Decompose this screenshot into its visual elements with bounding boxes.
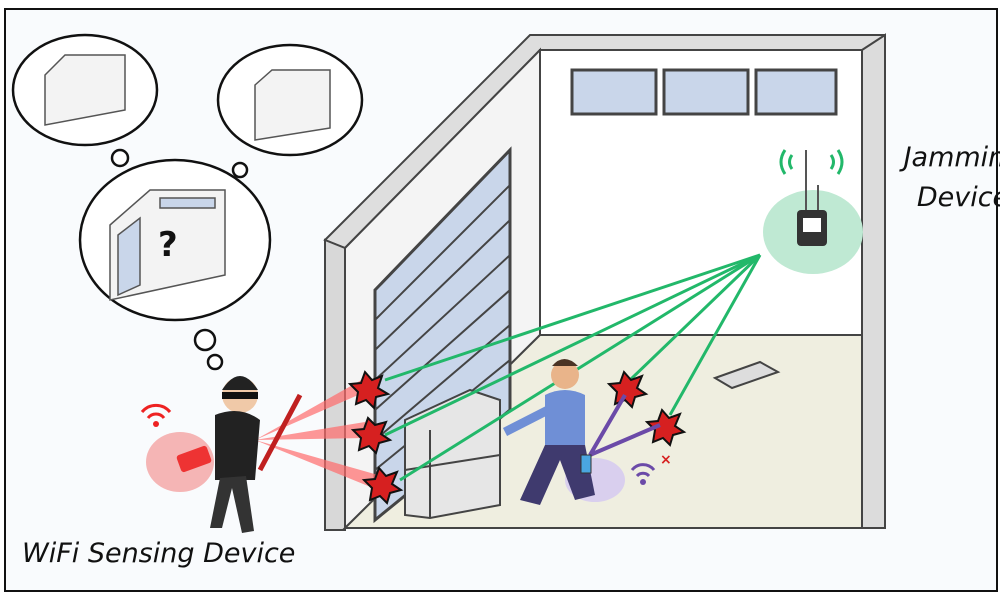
thought-rooms — [44, 54, 331, 301]
right-wall — [861, 33, 886, 529]
jamming-label-line2: Device — [916, 182, 1000, 213]
jamming-label-line1: Jamming — [903, 142, 1000, 173]
signal-icon — [779, 149, 844, 175]
jam-rays — [384, 253, 762, 482]
wifi-icon — [140, 403, 172, 420]
jamming-device — [763, 149, 863, 274]
room — [323, 33, 886, 531]
wifi-disconnected-icon — [630, 463, 656, 478]
person-kneeling: × — [502, 359, 672, 505]
thief — [140, 376, 303, 533]
left-wall — [324, 238, 346, 531]
floor-vent — [712, 360, 781, 390]
windows — [570, 68, 838, 116]
question-mark: ? — [158, 225, 178, 265]
collision-marks — [347, 370, 687, 505]
jamming-device-label: Jamming Device — [893, 138, 1000, 218]
wifi-sensing-device-label: WiFi Sensing Device — [22, 538, 296, 569]
boxes — [404, 388, 501, 520]
svg-text:×: × — [660, 452, 672, 468]
